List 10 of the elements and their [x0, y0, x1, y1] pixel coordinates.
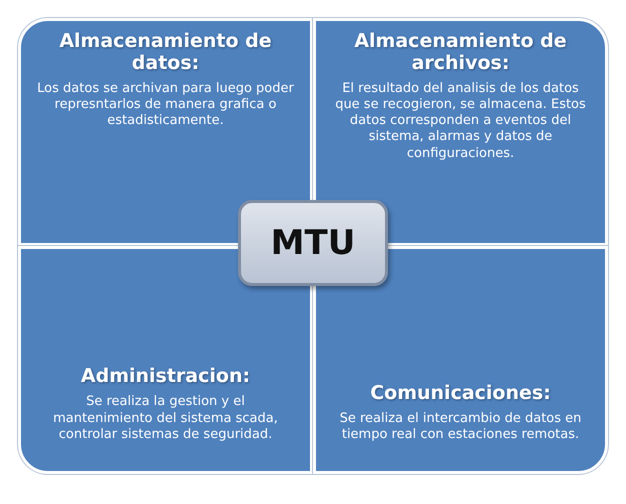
center-box	[238, 200, 388, 286]
description: Se realiza el intercambio de datos en tiempo real con estaciones remotas.	[338, 410, 582, 443]
heading: Almacenamiento de archivos:	[353, 31, 568, 75]
heading: Comunicaciones:	[370, 382, 551, 404]
heading: MTU	[270, 223, 356, 263]
heading: Almacenamiento de datos:	[58, 31, 273, 75]
description: Se realiza la gestion y el mantenimiento del sistema scada, controlar sistemas de seguridad.	[52, 394, 279, 443]
description: El resultado del analisis de los datos que se recogieron, se almacena. Estos datos corresponden a eventos del sistema, alarmas y datos de configuraciones.	[334, 80, 587, 162]
heading: Administracion:	[80, 366, 250, 388]
description: Los datos se archivan para luego poder represntarlos de manera grafica o estadisticamente.	[36, 80, 295, 130]
